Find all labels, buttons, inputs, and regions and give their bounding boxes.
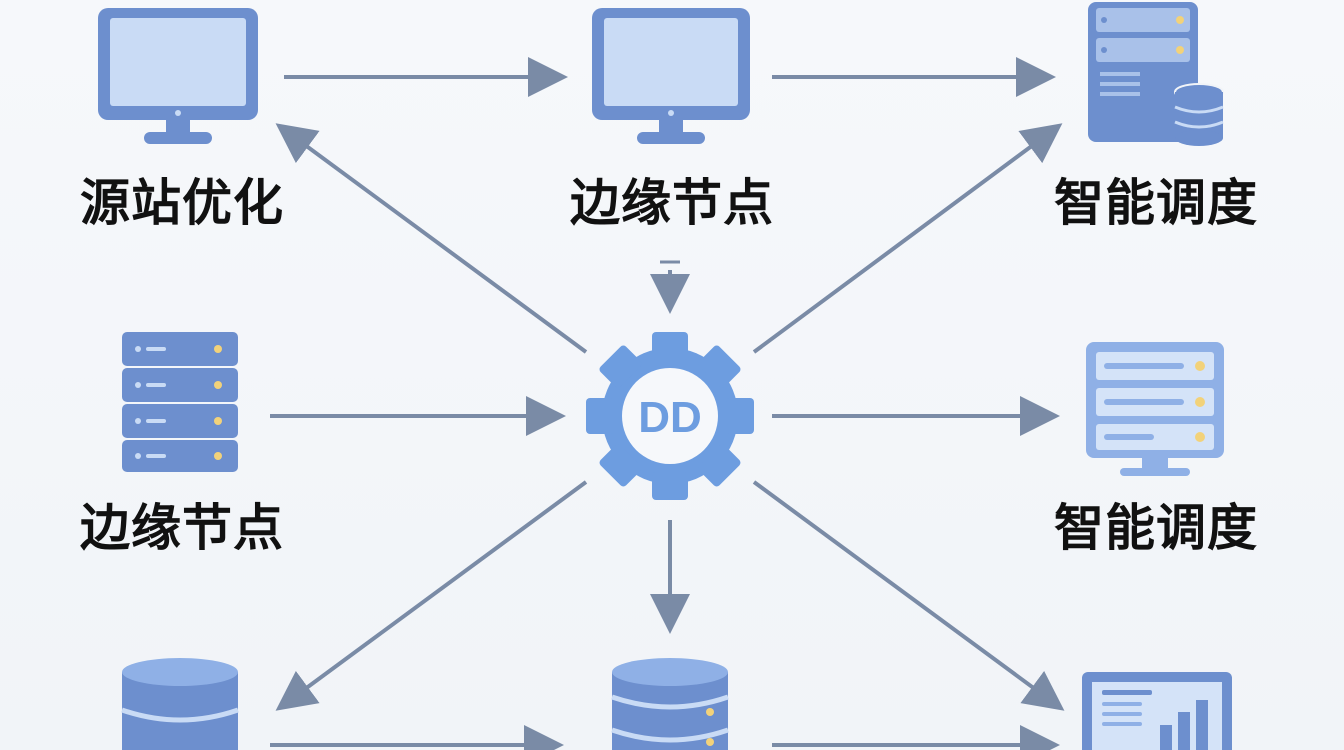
label-middle-left: 边缘节点 [80,499,284,557]
arrow-hub-to-top-right [752,123,1063,354]
label-top-center: 边缘节点 [570,174,774,232]
arrow-hub-to-top-left [275,123,588,354]
server-tower-database-icon [1088,2,1224,146]
label-top-right: 智能调度 [1054,174,1258,232]
monitor-icon [592,8,750,144]
arrow-hub-to-bottom-right [752,480,1065,711]
database-icon [121,658,239,750]
label-top-left: 源站优化 [80,174,284,232]
hub-label: DD [638,393,702,442]
label-middle-right: 智能调度 [1054,499,1258,557]
arrows [270,57,1065,750]
monitor-icon [98,8,258,144]
server-rack-icon [122,332,238,472]
gear-center [622,368,718,464]
bar-chart-screen-icon [1082,672,1232,750]
server-monitor-icon [1086,342,1224,476]
database-icon [611,658,729,750]
arrow-hub-to-bottom-left [275,480,588,711]
